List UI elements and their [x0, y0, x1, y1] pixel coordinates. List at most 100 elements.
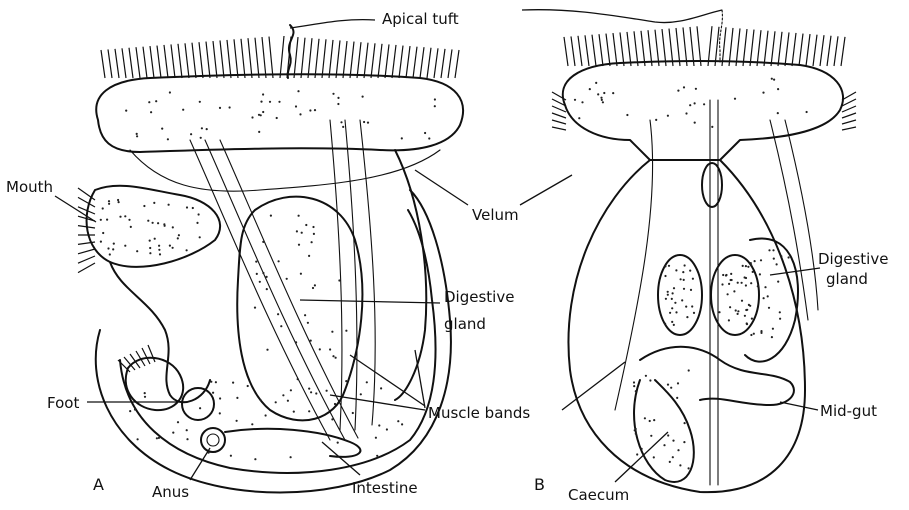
label-mouth: Mouth	[6, 178, 53, 196]
cilium	[743, 29, 747, 66]
stipple-dot	[603, 92, 605, 94]
stipple-dot	[655, 119, 657, 121]
stipple-dot	[169, 245, 171, 247]
stipple-dot	[688, 369, 690, 371]
cilium	[308, 38, 312, 78]
cilium	[301, 38, 305, 78]
stipple-dot	[329, 348, 331, 350]
stipple-dot	[721, 283, 723, 285]
label-foot: Foot	[47, 394, 79, 412]
cilium	[778, 32, 782, 66]
stipple-dot	[299, 113, 301, 115]
stipple-dot	[293, 411, 295, 413]
stipple-dot	[746, 309, 748, 311]
larva-a-muscle-band	[220, 140, 358, 438]
stipple-dot	[199, 407, 201, 409]
stipple-dot	[147, 220, 149, 222]
stipple-dot	[672, 292, 674, 294]
cilium	[350, 42, 354, 78]
stipple-dot	[737, 282, 739, 284]
stipple-dot	[229, 106, 231, 108]
cilium	[722, 27, 726, 66]
stipple-dot	[149, 252, 151, 254]
larva-b-mid-gut	[640, 347, 794, 405]
stipple-dot	[754, 260, 756, 262]
stipple-dot	[745, 265, 747, 267]
stipple-dot	[728, 283, 730, 285]
stipple-dot	[342, 126, 344, 128]
stipple-dot	[206, 128, 208, 130]
stipple-dot	[308, 255, 310, 257]
stipple-dot	[278, 101, 280, 103]
cilium	[599, 34, 603, 66]
stipple-dot	[694, 122, 696, 124]
stipple-dot	[671, 298, 673, 300]
stipple-dot	[434, 105, 436, 107]
cilium	[792, 33, 796, 66]
stipple-dot	[200, 137, 202, 139]
stipple-dot	[768, 307, 770, 309]
anus-leader	[190, 448, 210, 480]
stipple-dot	[300, 273, 302, 275]
stipple-dot	[673, 324, 675, 326]
stipple-dot	[779, 318, 781, 320]
cilium	[578, 36, 582, 66]
stipple-dot	[730, 273, 732, 275]
cilium	[750, 30, 754, 66]
stipple-dot	[597, 93, 599, 95]
stipple-dot	[741, 300, 743, 302]
stipple-dot	[269, 101, 271, 103]
stipple-dot	[574, 99, 576, 101]
stipple-dot	[315, 392, 317, 394]
label-velum: Velum	[472, 206, 519, 224]
cilium	[771, 31, 775, 66]
label-intestine: Intestine	[352, 479, 418, 497]
larva-a-digestive-gland	[237, 197, 362, 421]
digestive-gland-leader-a	[300, 300, 440, 303]
stipple-dot	[254, 458, 256, 460]
stipple-dot	[690, 289, 692, 291]
stipple-dot	[119, 216, 121, 218]
muscle-bands-leader-3	[330, 395, 425, 410]
stipple-dot	[434, 98, 436, 100]
cilium	[294, 37, 298, 78]
stipple-dot	[256, 273, 258, 275]
cilium	[101, 50, 105, 78]
stipple-dot	[751, 318, 753, 320]
cilium	[164, 45, 168, 78]
stipple-dot	[136, 250, 138, 252]
stipple-dot	[771, 78, 773, 80]
stipple-dot	[177, 237, 179, 239]
larva-b-stipple	[574, 78, 808, 470]
stipple-dot	[251, 423, 253, 425]
stipple-dot	[686, 316, 688, 318]
cilium	[842, 99, 856, 106]
stipple-dot	[298, 244, 300, 246]
stipple-dot	[684, 264, 686, 266]
stipple-dot	[692, 278, 694, 280]
stipple-dot	[136, 135, 138, 137]
stipple-dot	[601, 99, 603, 101]
stipple-dot	[750, 282, 752, 284]
cilium	[827, 36, 831, 66]
cilium	[171, 44, 175, 78]
stipple-dot	[745, 284, 747, 286]
cilium	[413, 47, 417, 78]
cilium	[192, 43, 196, 78]
cilium	[842, 106, 856, 112]
stipple-dot	[737, 310, 739, 312]
cilium	[199, 42, 203, 78]
stipple-dot	[759, 273, 761, 275]
stipple-dot	[730, 279, 732, 281]
stipple-dot	[703, 103, 705, 105]
stipple-dot	[169, 91, 171, 93]
stipple-dot	[108, 203, 110, 205]
cilium	[343, 41, 347, 78]
stipple-dot	[159, 253, 161, 255]
stipple-dot	[693, 312, 695, 314]
stipple-dot	[428, 137, 430, 139]
stipple-dot	[100, 241, 102, 243]
stipple-dot	[158, 437, 160, 439]
stipple-dot	[149, 247, 151, 249]
stipple-dot	[337, 97, 339, 99]
